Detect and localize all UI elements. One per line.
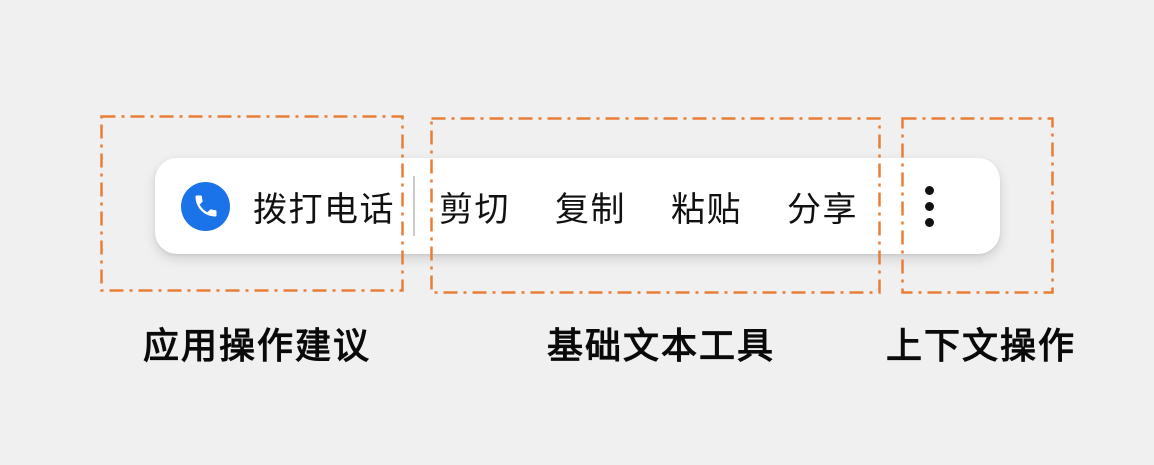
caption-context-actions: 上下文操作 [885, 325, 1077, 366]
paste-button[interactable]: 粘贴 [671, 182, 742, 231]
cut-button[interactable]: 剪切 [439, 182, 510, 231]
toolbar-divider [413, 176, 415, 236]
more-options-button[interactable] [921, 182, 938, 231]
copy-button[interactable]: 复制 [555, 182, 626, 231]
call-phone-button[interactable]: 拨打电话 [181, 181, 395, 231]
call-phone-label: 拨打电话 [253, 190, 395, 229]
share-button[interactable]: 分享 [787, 182, 858, 231]
text-selection-toolbar: 拨打电话 剪切 复制 粘贴 分享 [155, 158, 1000, 254]
caption-basic-text-tools: 基础文本工具 [546, 325, 776, 366]
phone-icon [181, 181, 230, 231]
caption-app-suggestion: 应用操作建议 [142, 325, 372, 366]
more-vertical-icon [925, 185, 934, 195]
